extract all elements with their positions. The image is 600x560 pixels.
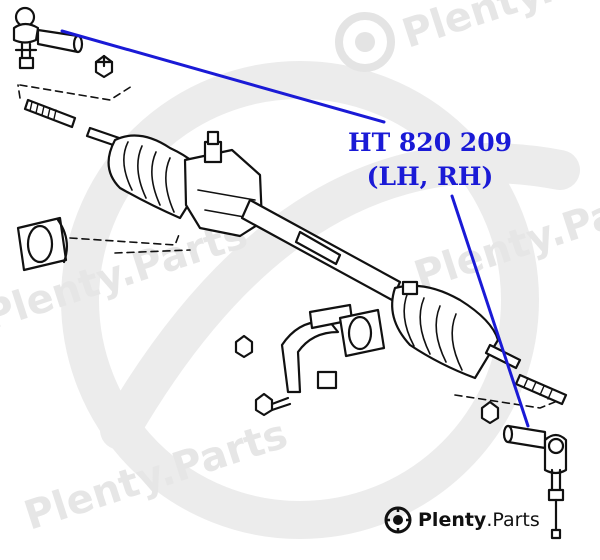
parts-drawing: [12, 6, 568, 540]
guide-lines-right: [454, 394, 561, 409]
watermark-ring: [61, 61, 539, 539]
clamp-bracket: [280, 303, 354, 394]
nut-top: [94, 54, 114, 79]
boot-right: [391, 280, 500, 380]
guide-lines-middle: [69, 231, 191, 254]
brand-name-bold: Plenty: [418, 509, 487, 531]
guide-lines-upper: [17, 84, 133, 101]
brand-logo: Plenty.Parts: [384, 505, 540, 535]
plenty-parts-logo-icon: [384, 506, 412, 534]
part-side: (LH, RH): [366, 162, 494, 191]
tie-rod-end-right: [502, 424, 568, 540]
nut-right: [480, 400, 500, 425]
nut-middle: [234, 334, 254, 359]
leader-line-left: [60, 29, 386, 124]
watermark-swoosh: [100, 143, 580, 450]
watermark: Plenty.Parts Plenty.Parts Plenty.Parts P…: [0, 0, 600, 540]
leader-line-right: [450, 194, 530, 428]
leader-lines: [60, 29, 530, 428]
watermark-gear-icon: [335, 12, 395, 72]
boot-left: [107, 134, 207, 220]
bushing-right: [338, 308, 386, 358]
inner-rod-left: [23, 98, 127, 150]
brand-name-suffix: .Parts: [486, 509, 540, 531]
inner-rod-right: [484, 343, 568, 406]
brand-name: Plenty.Parts: [418, 509, 540, 531]
part-number: HT 820 209: [347, 128, 512, 157]
tie-rod-end-left: [12, 6, 84, 70]
bushing-left: [16, 216, 69, 272]
part-number-label: HT 820 209 (LH, RH): [330, 126, 530, 194]
bolt: [254, 392, 292, 417]
watermark-text-top: Plenty.Parts: [397, 0, 600, 58]
